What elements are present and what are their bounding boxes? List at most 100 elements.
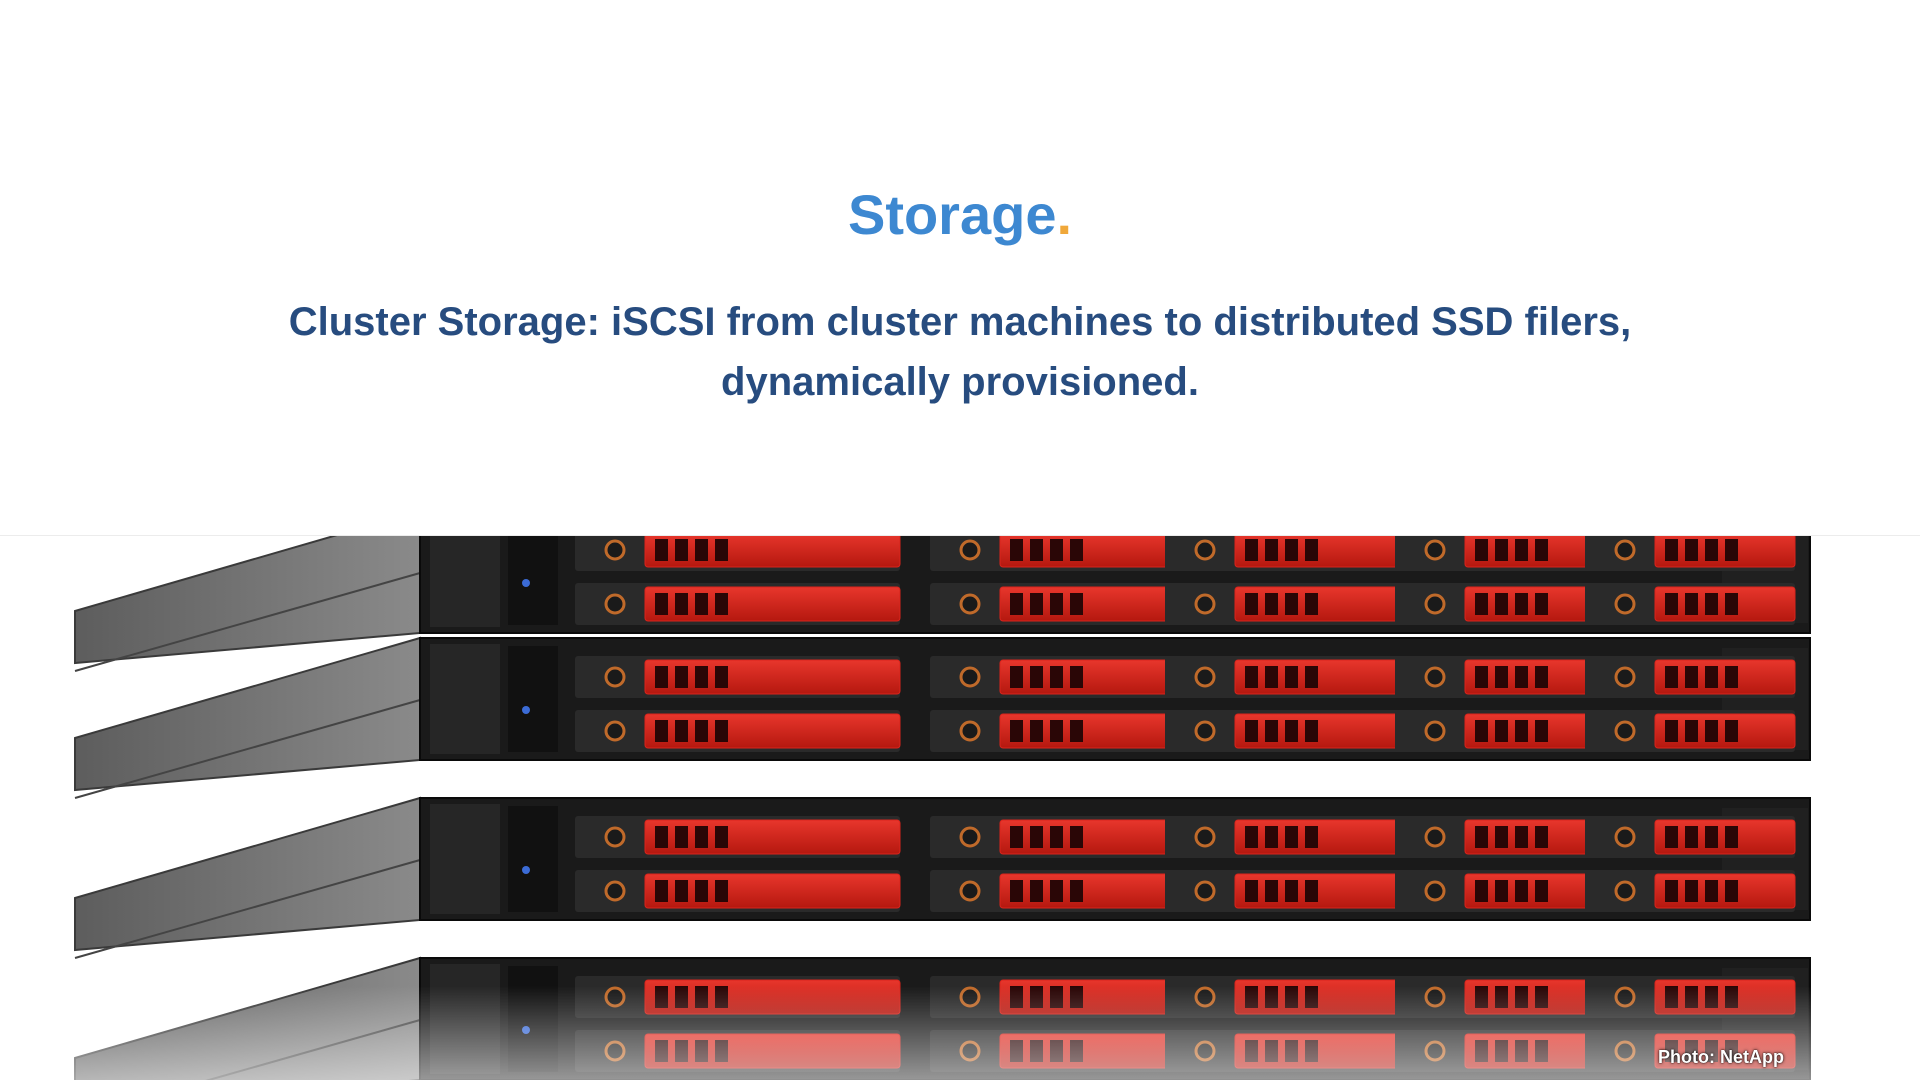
drive-vent xyxy=(1495,880,1508,902)
drive-vent xyxy=(655,880,668,902)
drive-vent xyxy=(1495,720,1508,742)
left-ear xyxy=(430,644,500,754)
drive-latch xyxy=(1194,720,1216,742)
drive-vent xyxy=(1050,826,1063,848)
drive-sled xyxy=(1234,536,1421,568)
drive-vent xyxy=(1515,880,1528,902)
drive-vent xyxy=(1665,666,1678,688)
drive-vent xyxy=(675,826,688,848)
drive-vent xyxy=(1265,593,1278,615)
drive-vent xyxy=(1010,880,1023,902)
drive-latch xyxy=(604,720,626,742)
drive-vent xyxy=(1705,880,1718,902)
title-text: Storage xyxy=(847,183,1057,246)
drive-vent xyxy=(1285,593,1298,615)
drive-vent xyxy=(1535,666,1548,688)
drive-vent xyxy=(1245,593,1258,615)
drive-sled xyxy=(1234,819,1421,855)
status-led xyxy=(522,706,530,714)
drive-vent xyxy=(1725,539,1738,561)
drive-vent xyxy=(1665,593,1678,615)
drive-vent xyxy=(1030,666,1043,688)
drive-vent xyxy=(1265,880,1278,902)
drive-vent xyxy=(1535,880,1548,902)
drive-vent xyxy=(1665,539,1678,561)
drive-vent xyxy=(1685,539,1698,561)
drive-vent xyxy=(1070,826,1083,848)
drive-vent xyxy=(1245,826,1258,848)
drive-vent xyxy=(1665,826,1678,848)
drive-vent xyxy=(675,539,688,561)
drive-vent xyxy=(1050,593,1063,615)
drive-vent xyxy=(1010,666,1023,688)
drive-latch xyxy=(1614,880,1636,902)
drive-sled xyxy=(1234,873,1421,909)
control-strip xyxy=(508,646,558,752)
drive-sled xyxy=(644,713,901,749)
drive-vent xyxy=(1070,880,1083,902)
drive-vent xyxy=(1050,539,1063,561)
drive-vent xyxy=(1495,666,1508,688)
slide-header: Storage. Cluster Storage: iSCSI from clu… xyxy=(0,0,1920,536)
drive-vent xyxy=(1725,826,1738,848)
server-rack-photo: Photo: NetApp xyxy=(0,536,1920,1080)
drive-vent xyxy=(1725,593,1738,615)
drive-vent xyxy=(1050,666,1063,688)
drive-vent xyxy=(695,539,708,561)
title-dot: . xyxy=(1056,183,1073,246)
drive-latch xyxy=(959,666,981,688)
chassis-seam xyxy=(74,859,421,959)
drive-vent xyxy=(1725,880,1738,902)
drive-sled xyxy=(644,819,901,855)
drive-latch xyxy=(1194,826,1216,848)
drive-vent xyxy=(1705,720,1718,742)
drive-vent xyxy=(1305,826,1318,848)
drive-vent xyxy=(1685,880,1698,902)
drive-vent xyxy=(715,539,728,561)
drive-latch xyxy=(959,720,981,742)
drive-latch xyxy=(959,593,981,615)
drive-vent xyxy=(675,666,688,688)
drive-vent xyxy=(695,593,708,615)
drive-vent xyxy=(1285,666,1298,688)
drive-vent xyxy=(1245,666,1258,688)
drive-vent xyxy=(1685,720,1698,742)
drive-vent xyxy=(1285,720,1298,742)
chassis-seam xyxy=(74,699,421,799)
page-subtitle: Cluster Storage: iSCSI from cluster mach… xyxy=(288,300,1632,404)
drive-vent xyxy=(1535,593,1548,615)
drive-vent xyxy=(1010,720,1023,742)
drive-latch xyxy=(959,880,981,902)
drive-vent xyxy=(1245,720,1258,742)
drive-vent xyxy=(1515,539,1528,561)
drive-latch xyxy=(604,826,626,848)
drive-vent xyxy=(1475,720,1488,742)
drive-vent xyxy=(1010,539,1023,561)
drive-latch xyxy=(1614,539,1636,561)
drive-vent xyxy=(695,666,708,688)
left-ear xyxy=(430,536,500,627)
drive-vent xyxy=(1705,666,1718,688)
drive-latch xyxy=(1614,666,1636,688)
drive-latch xyxy=(1424,880,1446,902)
drive-vent xyxy=(1030,826,1043,848)
drive-vent xyxy=(1705,539,1718,561)
drive-vent xyxy=(1495,826,1508,848)
drive-vent xyxy=(1535,826,1548,848)
drive-latch xyxy=(1424,666,1446,688)
drive-vent xyxy=(715,666,728,688)
drive-sled xyxy=(1234,713,1421,749)
left-ear xyxy=(430,804,500,914)
drive-vent xyxy=(655,826,668,848)
drive-vent xyxy=(1475,539,1488,561)
drive-latch xyxy=(959,539,981,561)
drive-vent xyxy=(1265,666,1278,688)
control-strip xyxy=(508,536,558,625)
drive-latch xyxy=(604,539,626,561)
drive-latch xyxy=(604,593,626,615)
drive-vent xyxy=(1245,539,1258,561)
status-led xyxy=(522,866,530,874)
drive-vent xyxy=(1705,593,1718,615)
drive-latch xyxy=(1614,593,1636,615)
server-stack-illustration xyxy=(0,536,1920,1080)
